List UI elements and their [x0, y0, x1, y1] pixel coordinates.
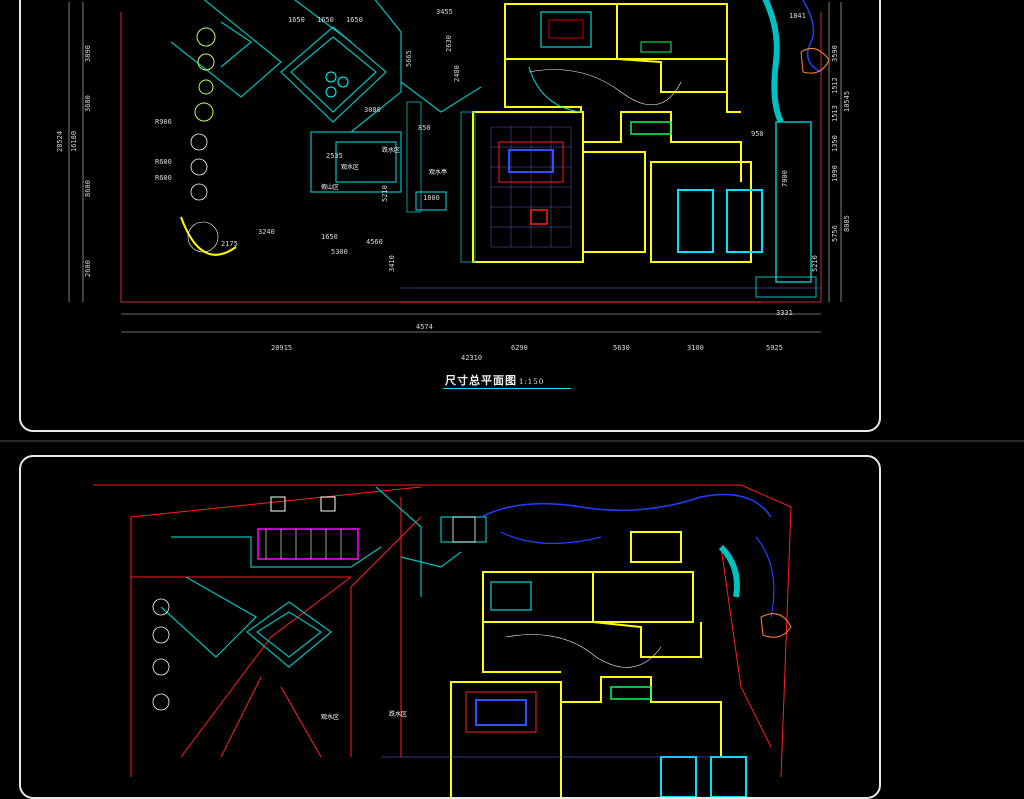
dimension-label: 16180 [70, 130, 78, 152]
dimension-label: 3080 [364, 106, 381, 114]
dimension-label: 5210 [811, 255, 819, 272]
dimension-label: 1650 [346, 16, 363, 24]
area-label: 观水区 [341, 164, 360, 171]
drawing-scale: 1:150 [519, 378, 545, 386]
dimension-label: 3590 [831, 45, 839, 62]
dimension-label: 1512 [831, 77, 839, 94]
dimension-label: 850 [418, 124, 431, 132]
area-label: 假山区 [321, 184, 340, 191]
dimension-label: 1350 [831, 135, 839, 152]
area-label: 跌水区 [382, 147, 401, 154]
dimension-label: 10545 [843, 90, 851, 112]
dimension-label: 3240 [258, 228, 275, 236]
dimension-label: 1650 [288, 16, 305, 24]
floor-plan-drawing-bottom [93, 484, 792, 797]
area-label: 跌水区 [389, 711, 408, 718]
dimension-label: 1990 [831, 165, 839, 182]
area-label: 观水区 [321, 714, 340, 721]
area-label: 观水亭 [429, 169, 448, 176]
floor-plan-panel-bottom: 观水区 跌水区 [19, 455, 881, 799]
floor-plan-drawing-top [68, 0, 842, 333]
drawing-title-text: 尺寸总平面图 [445, 374, 517, 387]
dimension-label: 20915 [271, 344, 293, 352]
panel-separator [0, 440, 1024, 442]
dimension-label: 42310 [461, 354, 483, 362]
dimension-label: 5210 [381, 185, 389, 202]
dimension-label: 3331 [776, 309, 793, 317]
dimension-label: 7000 [781, 170, 789, 187]
title-underline [443, 388, 571, 389]
dimension-label: 1513 [831, 105, 839, 122]
dimension-label: 2600 [84, 260, 92, 277]
dimension-label: 3410 [388, 255, 396, 272]
dimension-label: 2535 [326, 152, 343, 160]
dimension-label: 2175 [221, 240, 238, 248]
dimension-label: 4574 [416, 323, 433, 331]
dimension-label: 6290 [511, 344, 528, 352]
dimension-label: 28524 [56, 130, 64, 152]
dimension-label: 1650 [317, 16, 334, 24]
dimension-label: 4560 [366, 238, 383, 246]
dimension-label: 8600 [84, 180, 92, 197]
dimension-label: 3680 [84, 95, 92, 112]
dimension-label: 5300 [331, 248, 348, 256]
dimension-label: 5925 [766, 344, 783, 352]
dimension-label: R600 [155, 158, 172, 166]
dimension-label: R906 [155, 118, 172, 126]
dimension-label: 1800 [423, 194, 440, 202]
dimension-label: 3455 [436, 8, 453, 16]
dimension-label: 5665 [405, 50, 413, 67]
dimension-label: 5630 [613, 344, 630, 352]
dimension-label: 8085 [843, 215, 851, 232]
dimension-label: 2480 [453, 65, 461, 82]
dimension-label: 5756 [831, 225, 839, 242]
dimension-label: R600 [155, 174, 172, 182]
dimension-label: 3890 [84, 45, 92, 62]
dimension-label: 1650 [321, 233, 338, 241]
dimension-label: 1841 [789, 12, 806, 20]
dimension-label: 2630 [445, 35, 453, 52]
dimension-label: 3100 [687, 344, 704, 352]
dimension-label: 950 [751, 130, 764, 138]
floor-plan-panel-top: 1650 1650 1650 3455 1841 20915 42310 629… [19, 0, 881, 432]
